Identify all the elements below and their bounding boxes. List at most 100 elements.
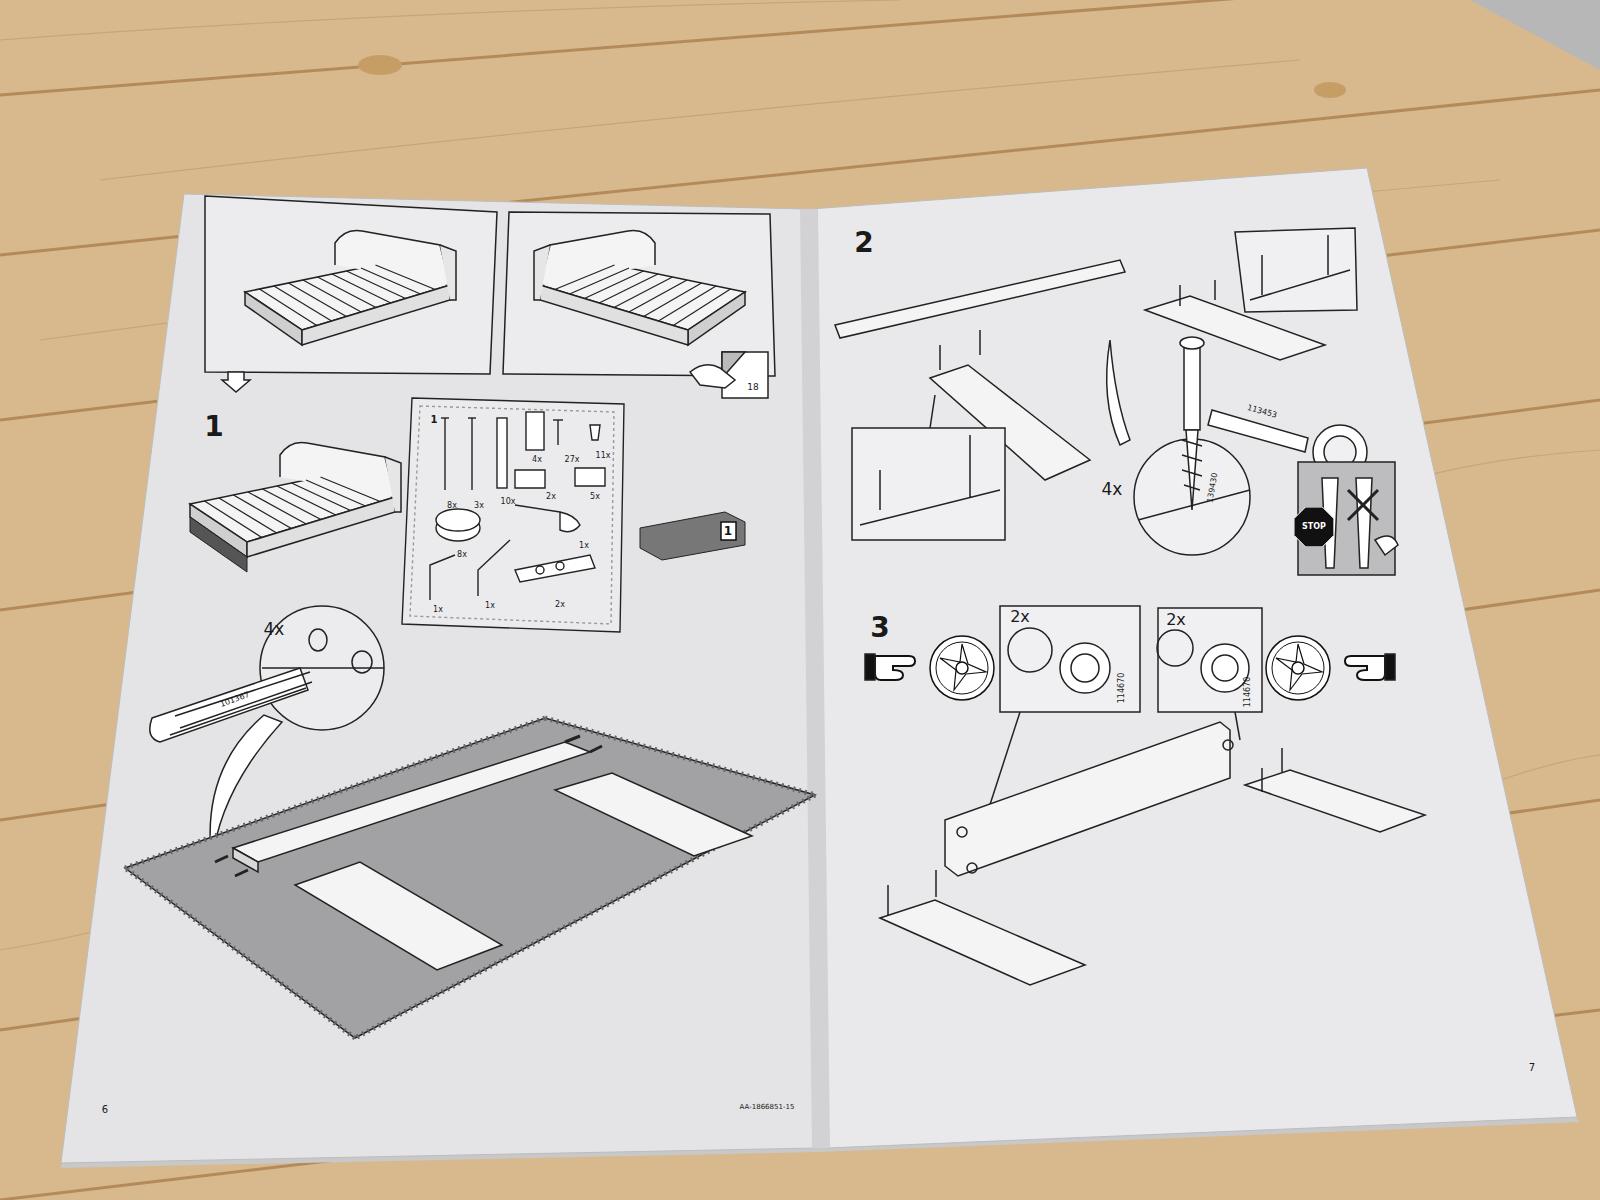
screw	[526, 412, 544, 450]
page-number: 6	[101, 1105, 109, 1116]
stop-sign: STOP	[1294, 507, 1334, 547]
step3-illustration	[888, 748, 1282, 915]
step2-illustration	[1235, 228, 1357, 312]
quantity: 4x	[1101, 481, 1124, 499]
rug-and-panels	[555, 773, 752, 856]
wood-table	[1314, 82, 1346, 98]
quantity: 8x	[456, 551, 468, 559]
dowel-callout	[352, 651, 372, 673]
step2-illustration	[835, 228, 1398, 575]
screw	[441, 417, 449, 418]
bed-illustration	[534, 231, 745, 346]
wood-table	[1500, 755, 1600, 780]
hardware-bag	[515, 555, 595, 582]
rug-and-panels	[233, 742, 590, 862]
dowel-callout	[262, 667, 384, 669]
hardware-bag	[410, 406, 614, 624]
quantity: 1x	[432, 606, 444, 614]
quantity: 2x	[554, 601, 566, 609]
hardware-bag	[436, 509, 480, 531]
screw	[557, 420, 558, 445]
step3-illustration	[957, 827, 967, 837]
screw	[471, 418, 472, 490]
step3-illustration	[880, 900, 1085, 985]
step2-illustration	[860, 435, 1000, 525]
quantity: 4x	[531, 456, 543, 464]
octagon-shape	[1294, 507, 1334, 547]
page-number: 7	[1528, 1063, 1536, 1074]
warning-text: STOP	[1302, 522, 1326, 531]
step3-illustration	[1008, 628, 1052, 672]
step3-illustration	[865, 654, 915, 680]
wood-table	[100, 60, 1300, 180]
dowel-callout	[309, 629, 327, 651]
booklet	[60, 168, 1580, 1168]
quantity: 27x	[564, 456, 581, 464]
quantity: 2x	[1165, 612, 1187, 629]
rug-and-panels	[125, 718, 815, 1038]
dowel-callout	[150, 668, 308, 742]
step3-illustration	[1060, 643, 1110, 693]
screw	[575, 468, 605, 486]
step2-illustration	[1348, 490, 1378, 520]
step2-illustration	[1250, 235, 1350, 300]
wood-table	[0, 0, 900, 40]
step2-illustration	[1180, 337, 1204, 349]
step2-illustration	[835, 260, 1125, 338]
intro-panels	[222, 372, 250, 392]
step2-illustration	[1184, 345, 1200, 430]
hardware-bag	[478, 540, 510, 596]
rug-and-panels	[295, 862, 502, 970]
screw	[468, 417, 476, 418]
step3-illustration	[1158, 608, 1262, 712]
step2-illustration	[940, 280, 1215, 370]
step3-illustration	[1235, 712, 1240, 740]
booklet	[61, 194, 816, 1163]
quantity: 5x	[589, 493, 601, 501]
quantity: 2x	[1009, 609, 1031, 626]
rug-and-panels	[215, 736, 602, 876]
quantity: 1x	[578, 542, 590, 550]
bag-number: 1	[430, 415, 439, 426]
box-shape	[721, 522, 736, 540]
hardware-bag	[515, 505, 580, 532]
screw	[590, 425, 600, 440]
quantity: 1x	[484, 602, 496, 610]
bed-illustration	[245, 231, 456, 346]
wood-table	[1470, 0, 1600, 70]
booklet	[811, 168, 1577, 1148]
hardware-bag	[402, 398, 624, 632]
step3-illustration	[1212, 655, 1238, 681]
step3-illustration	[1071, 654, 1099, 682]
hardware-bag	[402, 398, 624, 632]
bed-side-panel	[190, 517, 247, 572]
step3-illustration	[1201, 644, 1249, 692]
wood-table	[0, 930, 100, 950]
foam-block	[640, 512, 745, 560]
hardware-bag	[430, 555, 455, 600]
screw	[515, 470, 545, 488]
quantity: 3x	[473, 502, 485, 510]
box-number: 1	[724, 524, 732, 538]
step-number: 3	[869, 613, 890, 642]
screw	[553, 419, 563, 420]
step3-illustration	[865, 606, 1425, 985]
step-number: 2	[853, 228, 874, 257]
wood-table	[0, 0, 1600, 95]
wood-table	[358, 55, 402, 75]
step2-illustration	[1375, 536, 1398, 555]
hardware-bag	[556, 562, 564, 570]
page-reference: 18	[746, 383, 759, 392]
screw	[444, 418, 445, 490]
step3-illustration	[1157, 630, 1193, 666]
step2-illustration	[1107, 340, 1130, 445]
step2-illustration	[1182, 430, 1202, 510]
screw	[497, 418, 507, 488]
step3-illustration	[1345, 654, 1395, 680]
intro-panels	[205, 196, 775, 398]
rug-and-panels	[125, 718, 815, 1038]
quantity: 8x	[446, 502, 458, 510]
